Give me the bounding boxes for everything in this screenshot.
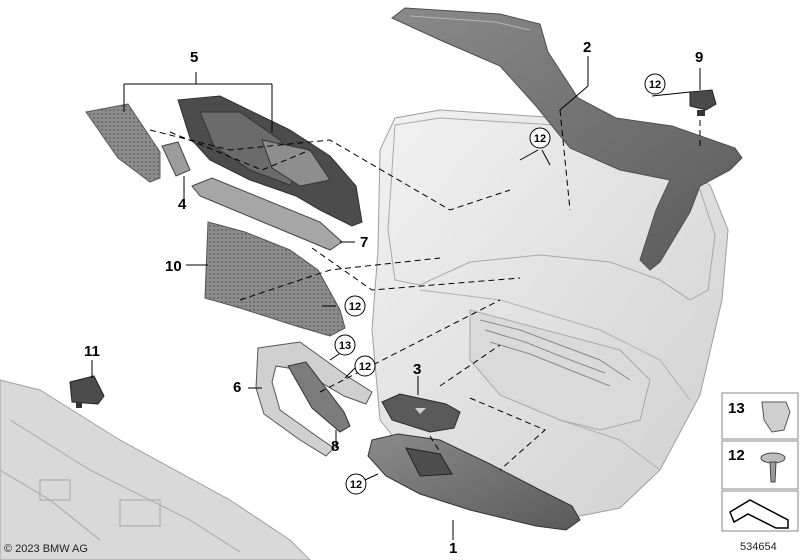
svg-text:12: 12 xyxy=(534,133,546,145)
svg-text:12: 12 xyxy=(359,361,371,373)
callout-2: 2 xyxy=(583,39,591,56)
callout-8: 8 xyxy=(331,438,339,455)
part-4-switch xyxy=(161,141,191,177)
svg-text:12: 12 xyxy=(350,479,362,491)
callout-5: 5 xyxy=(190,49,198,66)
part-9-clip xyxy=(689,89,717,116)
callout-13-a: 13 xyxy=(334,334,356,356)
legend-box-arrow xyxy=(721,490,799,532)
door-trim-panel xyxy=(371,109,729,521)
part-8-inner-trim xyxy=(287,361,351,433)
callout-12-d: 12 xyxy=(354,355,376,377)
callout-7: 7 xyxy=(360,234,368,251)
leader-lines xyxy=(91,56,701,540)
callout-12-c: 12 xyxy=(344,295,366,317)
legend-label-12: 12 xyxy=(728,447,745,464)
callout-9: 9 xyxy=(695,49,703,66)
copyright-text: © 2023 BMW AG xyxy=(4,543,88,555)
part-11-clip xyxy=(69,375,105,408)
legend-box-12: 12 xyxy=(721,440,799,490)
clip-nut-icon xyxy=(761,401,791,433)
callout-labels: 1 2 3 4 5 6 7 8 9 10 11 xyxy=(84,39,703,557)
callout-3: 3 xyxy=(413,361,421,378)
callout-12-a: 12 xyxy=(644,73,666,95)
callout-12-e: 12 xyxy=(345,473,367,495)
callout-11: 11 xyxy=(84,343,100,360)
lower-frame-partial xyxy=(0,379,311,560)
callout-6: 6 xyxy=(233,379,241,396)
part-2-upper-trim xyxy=(391,7,743,271)
part-3-switch-cover xyxy=(381,393,461,433)
legend-label-13: 13 xyxy=(728,400,745,417)
callout-10: 10 xyxy=(165,258,182,275)
part-6-handle-bezel xyxy=(255,341,373,457)
diagram-number: 534654 xyxy=(740,541,777,553)
callout-12-b: 12 xyxy=(529,127,551,149)
part-1-armrest xyxy=(367,433,581,531)
screw-shank-icon xyxy=(769,461,777,483)
bracket-arrow-icon xyxy=(729,499,789,529)
part-10-speaker-grille xyxy=(204,221,346,337)
assembly-dashed-lines xyxy=(149,109,701,471)
part-7-trim-strip xyxy=(191,177,343,251)
svg-text:12: 12 xyxy=(649,79,661,91)
callout-1: 1 xyxy=(449,540,457,557)
svg-text:12: 12 xyxy=(349,301,361,313)
legend-box-13: 13 xyxy=(721,392,799,440)
callout-4: 4 xyxy=(178,196,187,213)
svg-text:13: 13 xyxy=(339,340,351,352)
legend: 13 12 xyxy=(721,392,799,532)
circled-callouts: 12 12 12 13 12 12 xyxy=(334,73,666,495)
